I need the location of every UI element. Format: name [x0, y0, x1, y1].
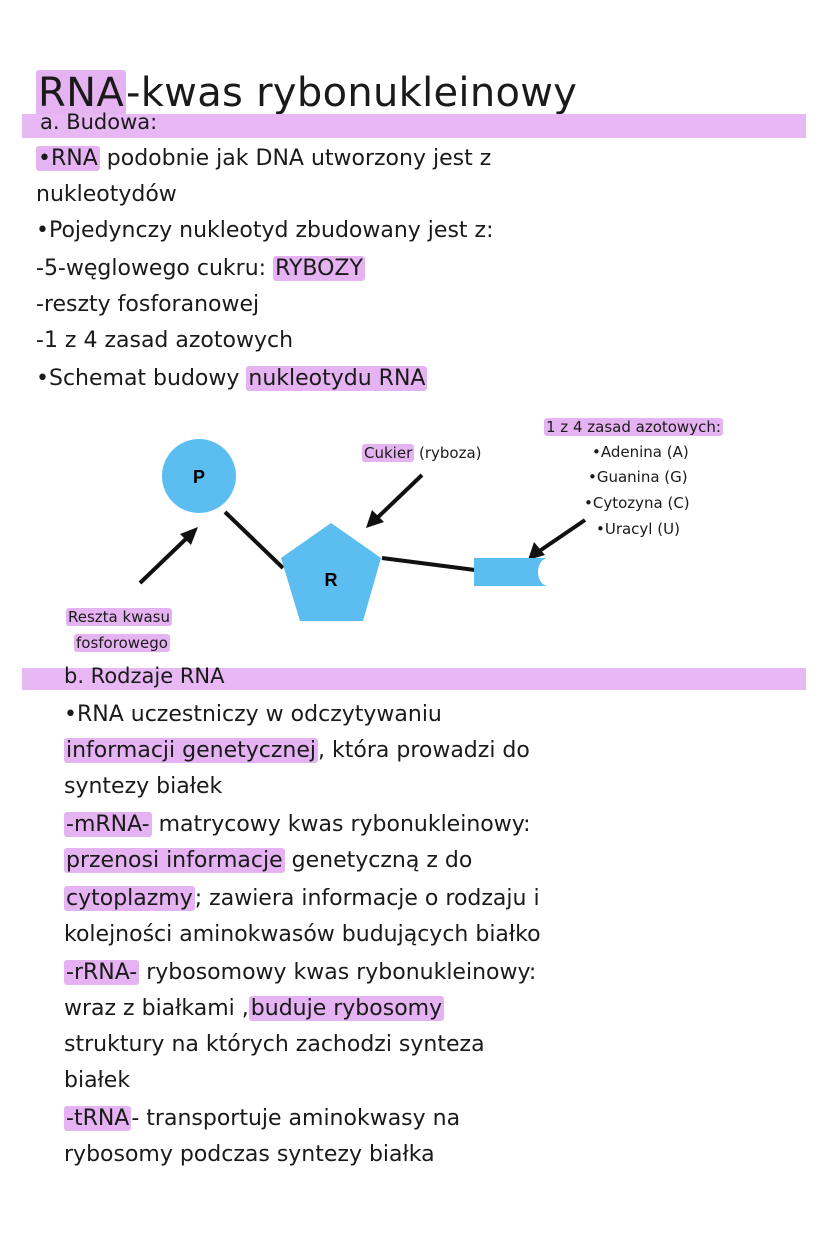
text-line: wraz z białkami ,buduje rybosomy: [64, 996, 445, 1021]
text-line: •Schemat budowy nukleotydu RNA: [36, 366, 428, 391]
section-a-band: [22, 114, 806, 138]
text-line: •Pojedynczy nukleotyd zbudowany jest z:: [36, 218, 494, 243]
nucleotide-diagram: P R: [138, 439, 587, 621]
text-line: nukleotydów: [36, 182, 177, 207]
text-line: przenosi informacje genetyczną z do: [64, 848, 473, 873]
title-highlight: RNA: [36, 70, 126, 116]
ribose-pentagon: [281, 523, 381, 621]
phosphate-caption: fosforowego: [74, 634, 170, 652]
sugar-caption: Cukier (ryboza): [362, 444, 482, 462]
section-a-heading: a. Budowa:: [40, 110, 158, 134]
phosphate-caption: Reszta kwasu: [66, 608, 172, 626]
text-line: białek: [64, 1068, 131, 1093]
section-b-heading: b. Rodzaje RNA: [64, 664, 225, 688]
text-line: informacji genetycznej, która prowadzi d…: [64, 738, 530, 763]
text-line: rybosomy podczas syntezy białka: [64, 1142, 435, 1167]
page-title: RNA-kwas rybonukleinowy: [36, 70, 577, 116]
text-line: kolejności aminokwasów budujących białko: [64, 922, 541, 947]
phosphate-circle: [162, 439, 236, 513]
text-line: -reszty fosforanowej: [36, 292, 260, 317]
text-line: syntezy białek: [64, 774, 223, 799]
bases-caption: 1 z 4 zasad azotowych:: [544, 418, 723, 436]
title-rest: -kwas rybonukleinowy: [125, 70, 578, 116]
base-item: •Guanina (G): [588, 468, 688, 486]
base-rectangle: [474, 558, 548, 586]
text-line: •RNA uczestniczy w odczytywaniu: [64, 702, 442, 727]
text-line: -1 z 4 zasad azotowych: [36, 328, 294, 353]
arrow-icon: [138, 473, 587, 585]
base-item: •Cytozyna (C): [584, 494, 690, 512]
text-line: •RNA podobnie jak DNA utworzony jest z: [36, 146, 492, 171]
ribose-label: R: [325, 570, 338, 590]
text-line: cytoplazmy; zawiera informacje o rodzaju…: [64, 886, 540, 911]
phosphate-label: P: [193, 467, 205, 487]
base-item: •Uracyl (U): [596, 520, 680, 538]
text-line: -mRNA- matrycowy kwas rybonukleinowy:: [64, 812, 531, 837]
text-line: -5-węglowego cukru: RYBOZY: [36, 256, 365, 281]
text-line: -rRNA- rybosomowy kwas rybonukleinowy:: [64, 960, 537, 985]
base-item: •Adenina (A): [592, 443, 689, 461]
section-b-band: [22, 668, 806, 690]
text-line: -tRNA- transportuje aminokwasy na: [64, 1106, 461, 1131]
text-line: struktury na których zachodzi synteza: [64, 1032, 485, 1057]
